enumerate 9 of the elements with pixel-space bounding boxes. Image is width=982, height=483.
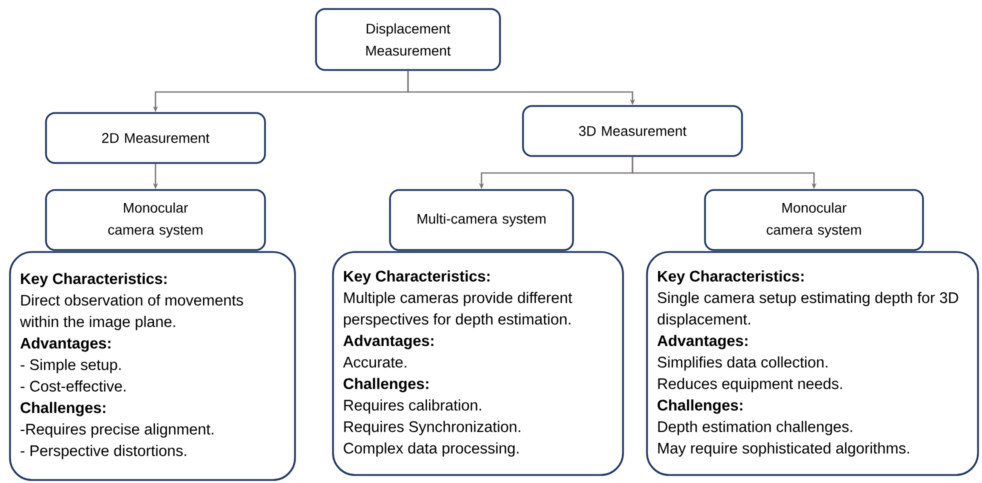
category-box: 2D Measurement	[45, 112, 266, 164]
description-box: Key Characteristics: Direct observation of movements within the image plane. Advantages: - Simple setup. - Cost-effective. Challenges: -Requires precise alignment. - Perspective distortions.	[9, 251, 296, 481]
category-box: 3D Measurement	[522, 105, 743, 157]
system-box: Monocular camera system	[45, 189, 266, 251]
description-box: Key Characteristics: Multiple cameras provide different perspectives for depth estimation. Advantages: Accurate. Challenges: Requires calibration. Requires Synchronization. Complex data processing.	[332, 251, 624, 476]
system-box: Multi-camera system	[389, 189, 574, 251]
description-box: Key Characteristics: Single camera setup estimating depth for 3D displacement. Advantages: Simplifies data collection. Reduces equipment needs. Challenges: Depth estimation challenges. May require sophisticated algorithms.	[646, 251, 979, 476]
title-box: Displacement Measurement	[315, 8, 501, 71]
system-box: Monocular camera system	[704, 189, 924, 251]
